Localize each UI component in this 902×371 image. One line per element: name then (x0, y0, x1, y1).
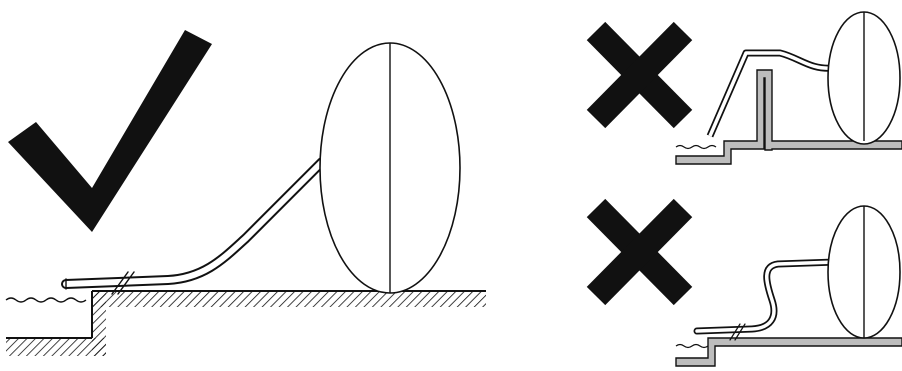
panel-incorrect-bottom (596, 206, 902, 366)
cross-mark-icon (596, 208, 683, 296)
cross-mark-icon (596, 31, 683, 119)
tank-bottom (828, 206, 900, 338)
tank (320, 43, 460, 293)
panel-correct (6, 30, 486, 356)
water-line (6, 298, 86, 302)
check-mark-icon (8, 30, 212, 232)
panel-incorrect-top (596, 12, 902, 164)
tank-top (828, 12, 900, 144)
water-line-top (676, 146, 716, 149)
water-line-bottom (676, 345, 708, 348)
hose-loop (697, 262, 836, 340)
ground-profile-bottom (676, 338, 902, 366)
